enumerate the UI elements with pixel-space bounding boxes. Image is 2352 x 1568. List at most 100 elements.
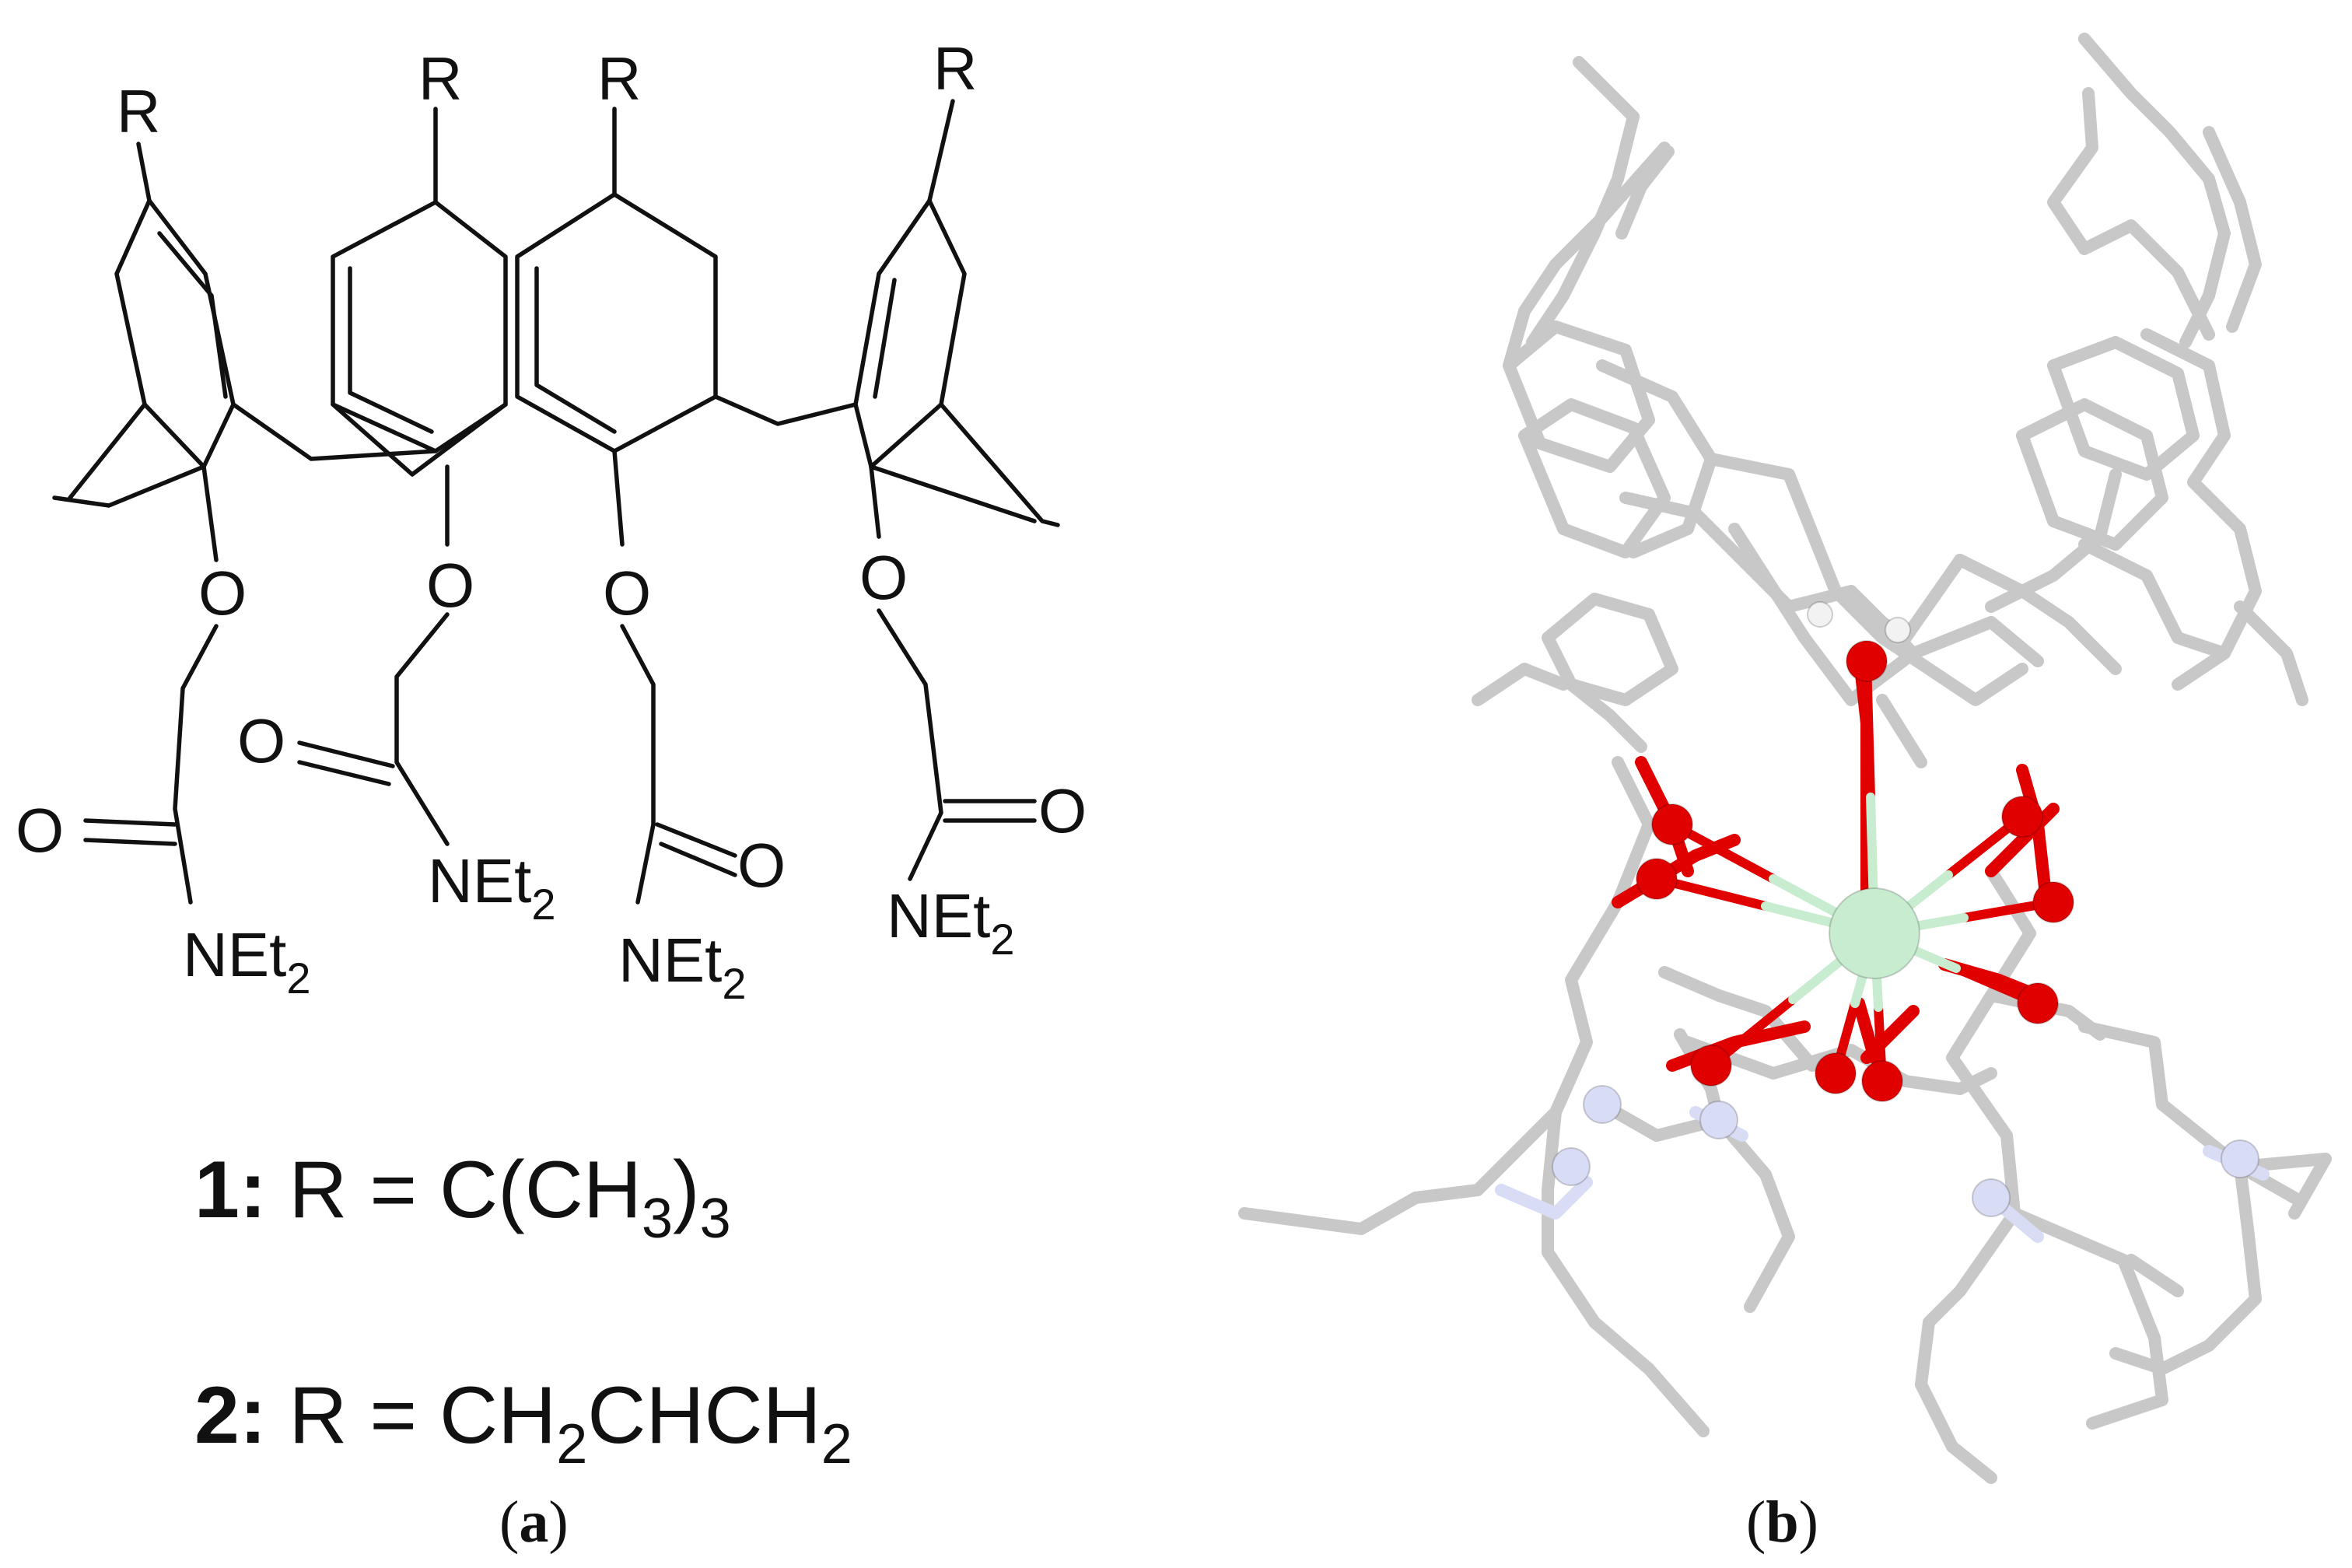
oxygen-atom-0 — [1846, 640, 1888, 682]
acetamide-arms — [83, 449, 1037, 905]
aryl-ring-2-inner — [348, 266, 434, 434]
caption-b-letter: b — [1766, 1489, 1798, 1555]
ether-o-label-4: O — [859, 543, 908, 612]
compound-2-number: 2: — [194, 1370, 266, 1461]
atom-balls — [1552, 601, 2259, 1217]
amide-label-2-base: NEt — [428, 846, 531, 915]
compound-2-sub2: 2 — [821, 1413, 852, 1475]
carbon-bond-34 — [2008, 1207, 2168, 1430]
carbon-bond-21 — [1728, 523, 1920, 706]
oxygen-atom-4 — [1815, 1052, 1857, 1094]
caption-b-open: ( — [1746, 1489, 1766, 1555]
carbon-bond-3 — [2078, 33, 2231, 348]
carbon-bond-28 — [1542, 1106, 1710, 1437]
compound-1-definition: 1: R = C(CH3)3 — [194, 1145, 731, 1250]
oxygen-atom-1 — [1651, 803, 1693, 845]
m-o-bond-o-half-0 — [1862, 656, 1875, 802]
oxygen-bond-4 — [1985, 803, 2060, 877]
compound-2-text: R = CH — [289, 1370, 556, 1461]
aryl-ring-3 — [515, 192, 718, 453]
nitrogen-atom-2 — [1699, 1101, 1738, 1139]
amide-label-3-base: NEt — [618, 926, 722, 995]
caption-a-close: ) — [548, 1489, 568, 1555]
oxygen-atom-7 — [2001, 796, 2043, 838]
carbon-bond-39 — [1985, 989, 2106, 1041]
caption-a: (a) — [499, 1489, 569, 1555]
caption-a-letter: a — [519, 1489, 548, 1555]
aryl-ring-2 — [331, 200, 508, 453]
panel-a-structure: R R R R O O O O O O O O NEt2 NEt2 NEt2 N… — [16, 34, 1087, 1555]
carbon-bond-11 — [1472, 663, 1570, 706]
carbon-bond-30 — [1596, 1098, 1725, 1142]
carbon-bond-19 — [1954, 554, 2122, 675]
amide-label-3-sub: 2 — [722, 959, 746, 1008]
r-label-4: R — [933, 34, 977, 103]
compound-1-sub2: 3 — [700, 1188, 731, 1250]
compound-2-sub1: 2 — [556, 1413, 587, 1475]
r-label-1: R — [117, 77, 160, 145]
carbon-bond-26 — [1549, 756, 1655, 1118]
r-bonds — [136, 99, 955, 205]
aryl-rings — [114, 192, 967, 469]
metal-atom — [1829, 887, 1920, 979]
oxygen-bond-8 — [1853, 997, 1881, 1064]
carbon-bond-2 — [1615, 145, 1675, 240]
amide-label-2-sub: 2 — [531, 880, 555, 929]
carbon-bond-25 — [1876, 694, 1927, 768]
carbon-framework — [1238, 33, 2332, 1484]
oxygen-atom-8 — [2017, 982, 2059, 1024]
caption-b-close: ) — [1799, 1489, 1818, 1555]
amide-label-3: NEt2 — [618, 926, 747, 1008]
carbon-bond-41 — [1899, 1067, 1997, 1095]
aryl-ring-1-inner — [157, 231, 228, 399]
aryl-ring-4 — [853, 198, 967, 469]
r-label-2: R — [418, 44, 462, 113]
amide-label-1-base: NEt — [183, 920, 286, 989]
carbon-bond-5 — [2203, 126, 2262, 333]
carbon-bond-31 — [1658, 966, 1818, 1072]
carbon-bond-18 — [2234, 600, 2308, 706]
carbonyl-o-label-2: O — [237, 706, 285, 775]
carbonyl-o-label-4: O — [1038, 776, 1087, 845]
carbon-bond-13 — [2047, 336, 2200, 481]
carbon-bond-33 — [1915, 1207, 2021, 1484]
carbon-bond-15 — [2140, 328, 2262, 691]
ether-o-label-3: O — [603, 558, 651, 628]
carbonyl-o-label-3: O — [737, 831, 786, 900]
carbon-bond-36 — [2109, 1160, 2262, 1375]
aryl-ring-4-inner — [873, 278, 897, 399]
ether-o-label-2: O — [426, 551, 474, 620]
compound-1-text: R = C(CH — [289, 1145, 642, 1235]
compound-1-sub1: 3 — [642, 1188, 673, 1250]
compound-2-definition: 2: R = CH2CHCH2 — [194, 1370, 852, 1475]
nitrogen-bond-0 — [1495, 1176, 1593, 1220]
carbon-bond-6 — [1503, 320, 1655, 473]
carbon-bond-37 — [2234, 1153, 2332, 1220]
oxygen-atom-2 — [1636, 858, 1678, 900]
oxygen-atom-3 — [1690, 1045, 1732, 1087]
caption-b: (b) — [1746, 1489, 1818, 1555]
hydrogen-atom-1 — [1885, 617, 1911, 643]
carbon-bond-4 — [2047, 87, 2215, 341]
carbon-bond-12 — [1565, 678, 1647, 753]
amide-label-4-sub: 2 — [990, 915, 1014, 964]
ether-o-label-1: O — [198, 558, 247, 628]
nitrogen-atom-3 — [1972, 1178, 2011, 1217]
carbon-bond-38 — [2125, 1254, 2184, 1297]
amide-label-4-base: NEt — [887, 881, 990, 950]
compound-2-mid: CHCH — [587, 1370, 821, 1461]
oxygen-atom-5 — [1861, 1060, 1903, 1102]
compound-1-close: ) — [673, 1145, 700, 1235]
r-label-3: R — [597, 44, 641, 113]
hydrogen-atom-0 — [1807, 601, 1833, 628]
compound-1-number: 1: — [194, 1145, 266, 1235]
carbon-bond-14 — [2016, 398, 2168, 551]
amide-label-4: NEt2 — [887, 881, 1015, 964]
carbon-bond-24 — [1829, 585, 2028, 706]
nitrogen-atom-0 — [1583, 1085, 1622, 1124]
aryl-ring-3-inner — [534, 266, 617, 434]
carbon-bond-23 — [1907, 616, 2044, 667]
nitrogen-atom-4 — [2221, 1139, 2259, 1178]
methylene-bridges — [52, 394, 1060, 527]
